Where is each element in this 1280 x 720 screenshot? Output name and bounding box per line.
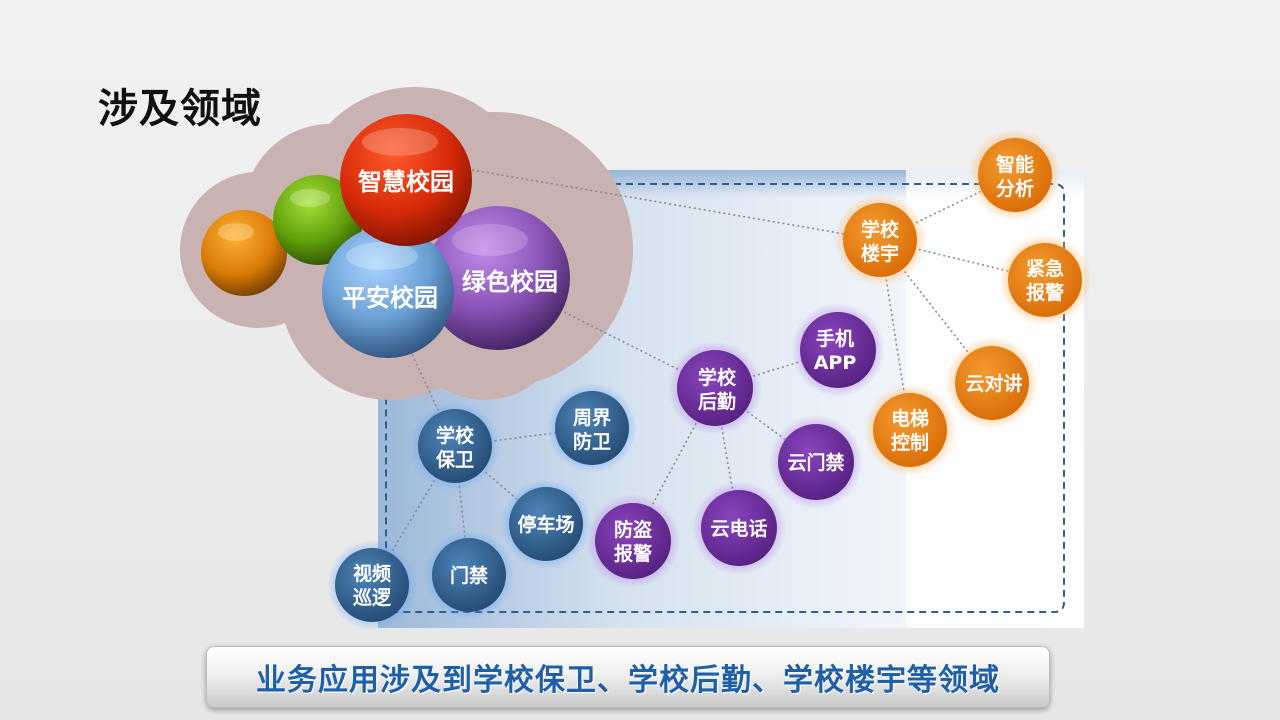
summary-banner: 业务应用涉及到学校保卫、学校后勤、学校楼宇等领域	[206, 646, 1050, 708]
node-school-security: 学校 保卫	[410, 401, 500, 491]
svg-text:学校: 学校	[698, 366, 737, 389]
svg-text:智能: 智能	[996, 153, 1034, 176]
node-cloud-access-control: 云门禁	[769, 415, 863, 509]
svg-text:APP: APP	[814, 352, 857, 374]
svg-text:手机: 手机	[816, 327, 854, 350]
svg-text:门禁: 门禁	[450, 564, 488, 587]
svg-text:云门禁: 云门禁	[787, 451, 844, 474]
amber-sphere	[201, 210, 287, 296]
node-smart-analysis: 智能 分析	[969, 129, 1061, 221]
category-green-label: 绿色校园	[462, 268, 558, 296]
category-safe-label: 平安校园	[342, 284, 438, 312]
node-school-logistics: 学校 后勤	[668, 341, 762, 435]
node-anti-theft-alarm: 防盗 报警	[586, 494, 680, 588]
node-video-patrol: 视频 巡逻	[327, 540, 417, 630]
lime-sphere	[273, 175, 363, 265]
svg-text:控制: 控制	[891, 431, 929, 454]
svg-text:报警: 报警	[1026, 281, 1064, 304]
svg-text:后勤: 后勤	[698, 390, 736, 413]
svg-text:防盗: 防盗	[614, 518, 652, 541]
svg-text:分析: 分析	[996, 177, 1034, 200]
category-smart-label: 智慧校园	[358, 168, 454, 196]
node-cloud-intercom: 云对讲	[946, 337, 1038, 429]
svg-text:学校: 学校	[861, 218, 900, 241]
svg-text:停车场: 停车场	[517, 513, 574, 536]
svg-text:保卫: 保卫	[435, 448, 474, 471]
node-mobile-app: 手机 APP	[791, 303, 885, 397]
svg-text:云对讲: 云对讲	[965, 372, 1022, 395]
svg-text:楼宇: 楼宇	[861, 242, 899, 265]
svg-text:紧急: 紧急	[1026, 257, 1064, 280]
node-access-control: 门禁	[424, 530, 514, 620]
node-elevator-control: 电梯 控制	[864, 384, 956, 476]
svg-text:学校: 学校	[436, 424, 475, 447]
node-cloud-phone: 云电话	[692, 481, 786, 575]
svg-text:视频: 视频	[353, 562, 391, 585]
svg-text:报警: 报警	[614, 542, 652, 565]
decorative-spheres	[201, 175, 363, 296]
category-green-campus: 绿色校园	[426, 206, 570, 350]
node-school-building: 学校 楼宇	[834, 194, 926, 286]
summary-banner-text: 业务应用涉及到学校保卫、学校后勤、学校楼宇等领域	[256, 663, 1000, 698]
node-parking: 停车场	[501, 479, 591, 569]
svg-text:云电话: 云电话	[710, 517, 767, 540]
svg-text:周界: 周界	[573, 407, 611, 429]
node-emergency-alarm: 紧急 报警	[999, 234, 1091, 326]
node-perimeter-defense: 周界 防卫	[547, 383, 637, 473]
category-safe-campus: 平安校园	[322, 226, 454, 358]
svg-text:电梯: 电梯	[891, 407, 929, 430]
category-smart-campus: 智慧校园	[340, 114, 472, 246]
svg-text:防卫: 防卫	[573, 430, 611, 453]
page-title: 涉及领域	[98, 86, 262, 132]
svg-text:巡逻: 巡逻	[353, 587, 392, 609]
